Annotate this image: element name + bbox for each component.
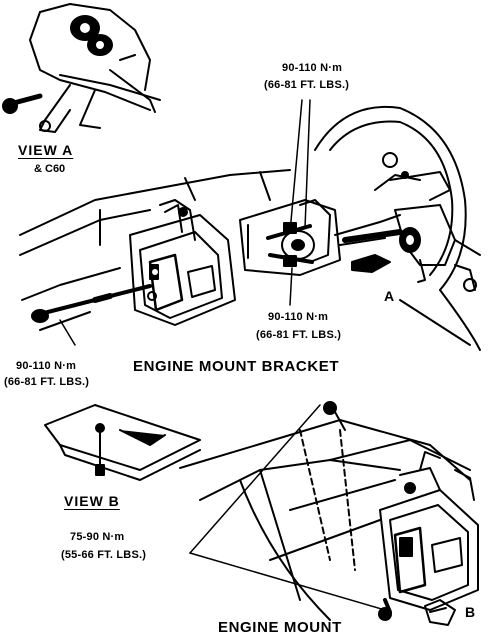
engine-mount-bracket-drawing — [31, 199, 236, 326]
torque-left-nm: 90-110 N·m — [16, 360, 77, 372]
torque-mid-ftlbs: (66-81 FT. LBS.) — [256, 329, 342, 341]
engine-mount-drawing — [179, 401, 479, 626]
callout-a: A — [384, 288, 395, 304]
torque-left-ftlbs: (66-81 FT. LBS.) — [4, 376, 90, 388]
leader-lines — [59, 99, 386, 611]
view-b-drawing — [44, 404, 201, 481]
torque-low-ftlbs: (55-66 FT. LBS.) — [61, 549, 147, 561]
view-a-title: VIEW A — [18, 142, 74, 158]
frame-rail-drawing — [19, 169, 291, 331]
engine-mount-title: ENGINE MOUNT — [218, 619, 342, 636]
torque-top-ftlbs: (66-81 FT. LBS.) — [264, 79, 350, 91]
torque-mid-nm: 90-110 N·m — [268, 311, 329, 323]
view-a-subtitle: & C60 — [34, 163, 66, 175]
torque-low-nm: 75-90 N·m — [70, 531, 125, 543]
callout-b: B — [465, 604, 476, 620]
brake-rotor-drawing — [314, 106, 481, 351]
transmission-bracket-drawing — [239, 199, 403, 276]
view-a-drawing — [2, 3, 161, 133]
view-b-title: VIEW B — [64, 493, 120, 509]
torque-top-nm: 90-110 N·m — [282, 62, 343, 74]
engine-mount-bracket-title: ENGINE MOUNT BRACKET — [133, 358, 340, 375]
